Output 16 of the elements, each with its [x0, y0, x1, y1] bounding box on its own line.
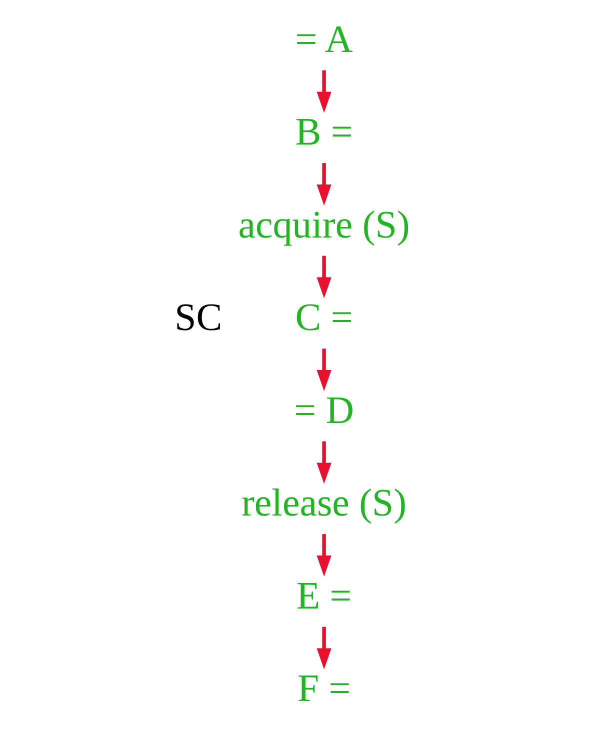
- node-text: C =: [295, 296, 353, 340]
- arrow: [316, 534, 332, 576]
- node-text: E =: [296, 574, 352, 618]
- node-text: = D: [294, 388, 354, 432]
- label: SC: [174, 296, 222, 340]
- node-text: F =: [297, 667, 351, 710]
- node-text: B =: [295, 110, 353, 154]
- arrow: [316, 163, 332, 206]
- node-text: release (S): [241, 482, 407, 525]
- node-text: = A: [295, 18, 353, 61]
- arrow: [316, 256, 332, 298]
- arrow: [316, 348, 332, 391]
- node-text: acquire (S): [238, 203, 410, 246]
- arrow: [316, 626, 332, 670]
- arrow: [316, 441, 332, 484]
- arrow: [316, 70, 332, 113]
